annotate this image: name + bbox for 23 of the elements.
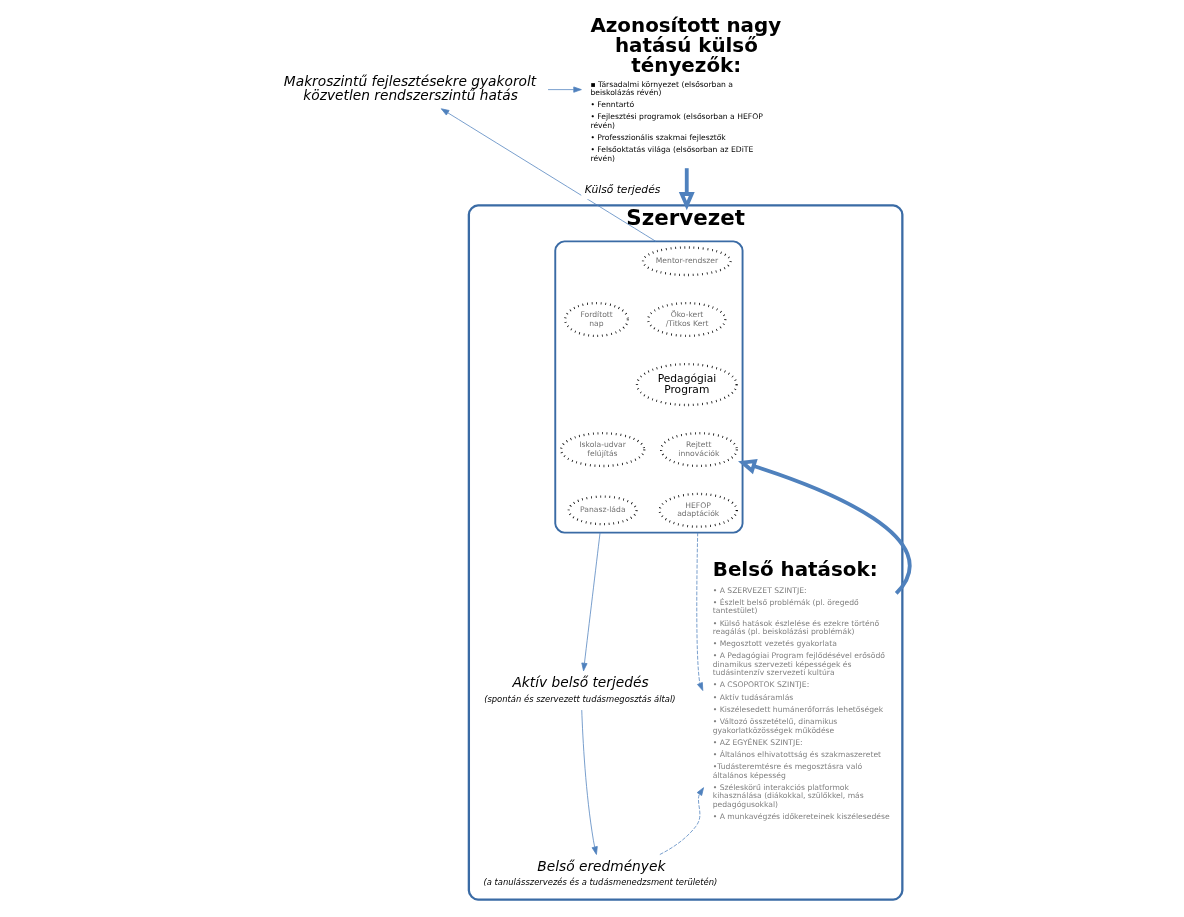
node-ellipse: Panasz-láda — [567, 495, 638, 526]
arrow — [440, 108, 656, 242]
node-ellipse: Pedagógiai Program — [635, 362, 738, 407]
node-ellipse: HEFOP adaptációk — [658, 492, 738, 528]
node-text: Makroszintű fejlesztésekre gyakorolt közvetlen rendszerszintű hatás — [283, 73, 536, 103]
node-ellipse: Fordított nap — [563, 302, 629, 338]
arrow — [580, 532, 600, 672]
node-text: Belső hatások: • A SZERVEZET SZINTJE: • Észlelt belső problémák (pl. öregedő tantestület) • Külső hatások észlelése és ezekre történő reagálás (pl. beiskolázási problémák) • Megosztott vezetés gyakorlata • A Pedagógiai Program fejlődésével erősödő dinamikus szervezeti képességek és tudásintenzív szervezeti kultúra • A CSOPORTOK SZINTJE: • Aktív tudásáramlás • Kiszélesedett humánerőforrás lehetőségek • Változó összetételű, dinamikus gyakorlatközösségek működése • AZ EGYÉNEK SZINTJE: • Általános elhivatottság és szakmaszeretet •Tudásteremtésre és megosztásra való általános képesség • Széleskörű interakciós platformok kihasználása (diákokkal, szülőkkel, más pedagógusokkal) • A munkavégzés időkereteinek kiszélesedése — [712, 557, 890, 821]
node-text: Azonosított nagy hatású külső tényezők: ▪ Társadalmi környezet (elsősorban a beiskolázás révén) • Fenntartó • Fejlesztési programok (elsősorban a HEFOP révén) • Professzionális szakmai fejlesztők • Felsőoktatás világa (elsősorban az EDiTE révén) — [589, 14, 781, 163]
arrow — [737, 459, 911, 595]
arrow — [659, 787, 704, 855]
cluster — [553, 240, 743, 534]
arrow — [547, 86, 582, 93]
node-text: Aktív belső terjedés (spontán és szervezett tudásmegosztás által) — [483, 674, 676, 704]
arrow — [678, 168, 695, 211]
node-ellipse: Rejtett innovációk — [659, 432, 738, 468]
arrow — [580, 709, 598, 855]
node-ellipse: Mentor-rendszer — [641, 246, 732, 277]
node-ellipse: Öko-kert /Titkos Kert — [646, 302, 726, 338]
node-text: Belső eredmények (a tanulásszervezés és a tudásmenedzsment területén) — [482, 857, 717, 888]
node-ellipse: Iskola-udvar felújítás — [559, 432, 645, 468]
edge-label: Külső terjedés — [584, 182, 660, 196]
arrow — [695, 532, 703, 691]
